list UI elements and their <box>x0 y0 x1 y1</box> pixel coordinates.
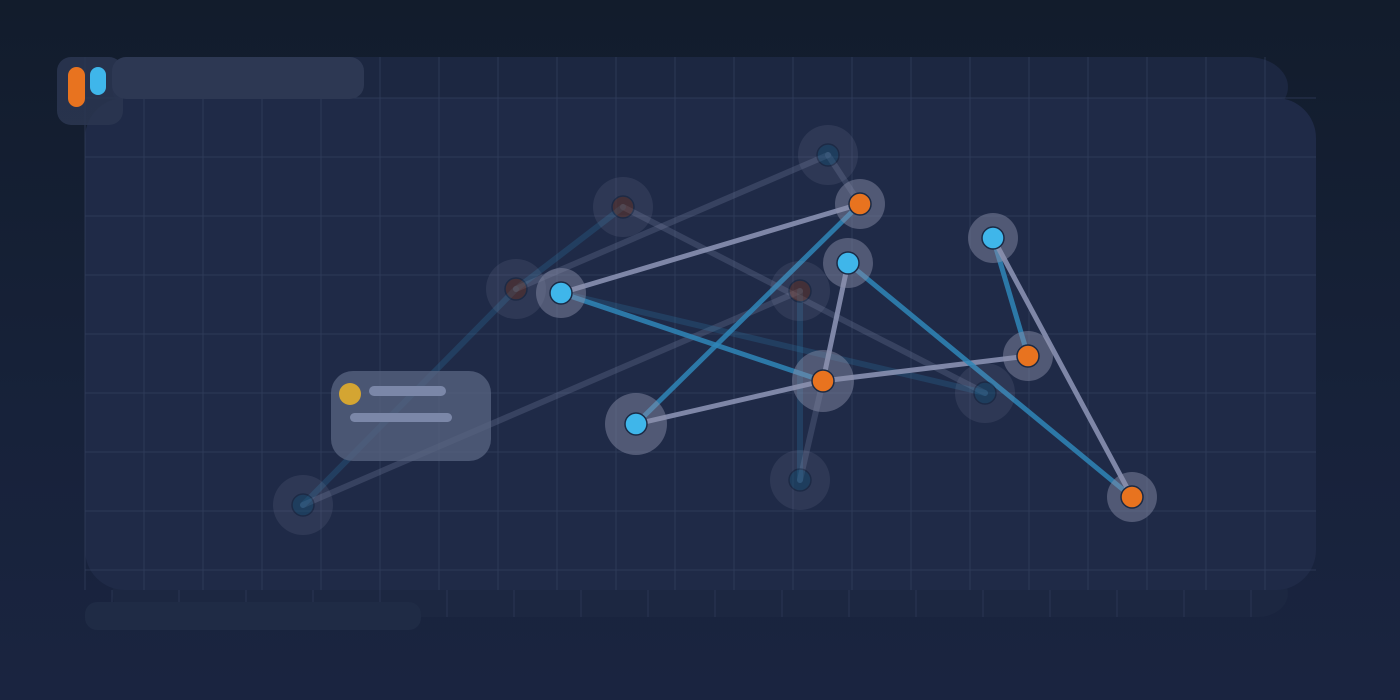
edge <box>633 378 826 427</box>
tooltip <box>331 371 491 461</box>
orange-node[interactable] <box>486 259 546 319</box>
edge <box>558 201 863 296</box>
diagram-panel <box>85 98 1316 590</box>
orange-node[interactable] <box>1107 472 1157 522</box>
node-halo <box>770 450 830 510</box>
tooltip-line <box>369 386 446 396</box>
node-core <box>848 192 872 216</box>
node-core <box>291 493 315 517</box>
edge <box>620 204 988 396</box>
node-core <box>1120 485 1144 509</box>
node-halo <box>593 177 653 237</box>
legend-chip <box>57 57 364 125</box>
edge <box>633 201 863 427</box>
blue-node[interactable] <box>968 213 1018 263</box>
edge <box>820 353 1031 384</box>
edge <box>990 235 1135 500</box>
node-core <box>1016 344 1040 368</box>
node-core <box>811 369 835 393</box>
nodes <box>273 125 1157 535</box>
edge <box>300 288 803 508</box>
node-halo <box>955 363 1015 423</box>
edges <box>300 152 1135 508</box>
node-core <box>836 251 860 275</box>
blue-node[interactable] <box>536 268 586 318</box>
node-halo <box>798 125 858 185</box>
node-halo <box>486 259 546 319</box>
edge <box>820 260 851 384</box>
orange-node[interactable] <box>770 261 830 321</box>
edge <box>558 290 988 396</box>
blue-node[interactable] <box>798 125 858 185</box>
blue-pill-icon <box>90 67 106 95</box>
blue-node[interactable] <box>273 475 333 535</box>
node-halo <box>770 261 830 321</box>
orange-node[interactable] <box>792 350 854 412</box>
edge <box>513 152 831 292</box>
status-bar <box>85 602 421 630</box>
orange-node[interactable] <box>1003 331 1053 381</box>
edge <box>558 290 826 384</box>
node-core <box>788 279 812 303</box>
blue-node[interactable] <box>770 450 830 510</box>
orange-pill-icon <box>68 67 85 107</box>
node-core <box>611 195 635 219</box>
node-core <box>816 143 840 167</box>
node-core <box>549 281 573 305</box>
edge <box>990 235 1031 359</box>
edge <box>513 204 626 292</box>
orange-node[interactable] <box>835 179 885 229</box>
node-core <box>973 381 997 405</box>
grid <box>84 57 1316 617</box>
blue-node[interactable] <box>823 238 873 288</box>
node-core <box>624 412 648 436</box>
edge <box>845 260 1135 500</box>
node-halo <box>273 475 333 535</box>
node-core <box>788 468 812 492</box>
node-core <box>981 226 1005 250</box>
tooltip-line <box>350 413 452 422</box>
blue-node[interactable] <box>955 363 1015 423</box>
edge <box>797 378 826 483</box>
yellow-dot-icon <box>339 383 361 405</box>
orange-node[interactable] <box>593 177 653 237</box>
blue-node[interactable] <box>605 393 667 455</box>
node-core <box>504 277 528 301</box>
